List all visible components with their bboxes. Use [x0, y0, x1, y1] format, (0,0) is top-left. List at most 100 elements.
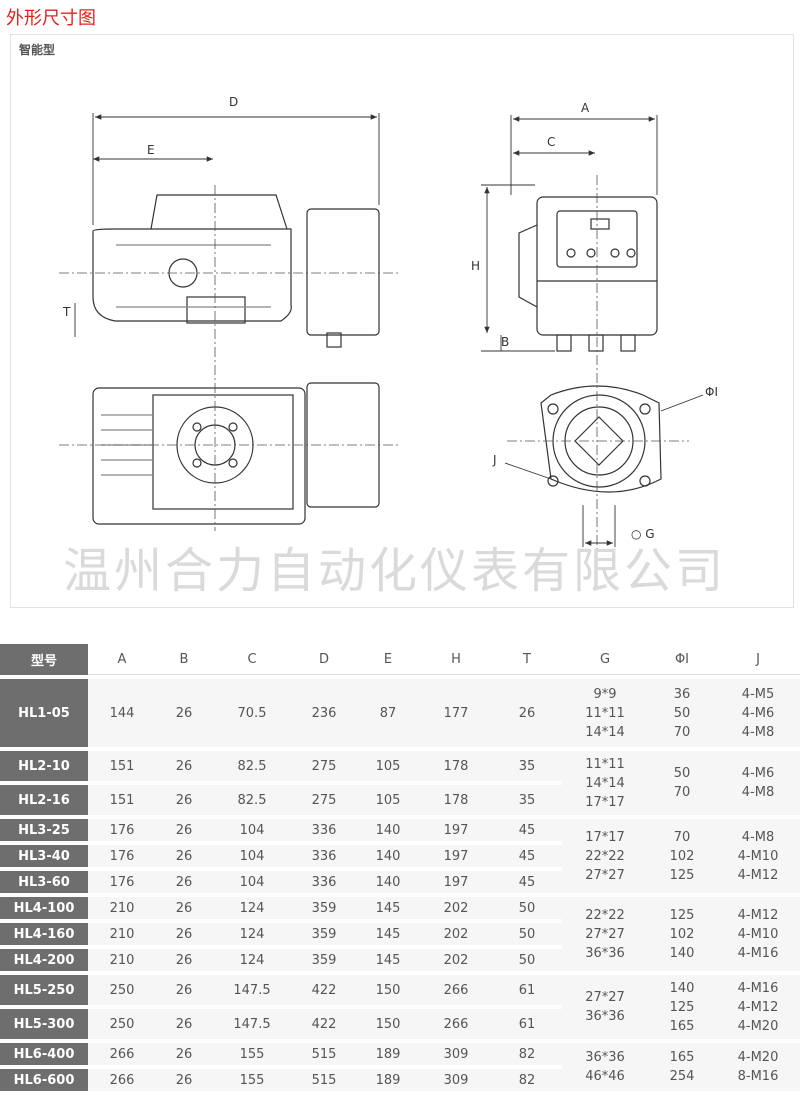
cell-e: 105: [356, 751, 420, 781]
cell-d: 336: [292, 871, 356, 893]
group-value: 125: [669, 999, 695, 1015]
header-d: D: [292, 644, 356, 675]
group-value: 102: [669, 848, 695, 864]
group-value: 11*11: [585, 705, 625, 721]
cell-h: 178: [420, 751, 492, 781]
cell-e: 145: [356, 923, 420, 945]
cell-a: 176: [88, 845, 156, 867]
cell-h: 177: [420, 679, 492, 747]
cell-d: 336: [292, 819, 356, 841]
cell-b: 26: [156, 1069, 212, 1091]
header-phi-i: ΦI: [648, 644, 716, 675]
cell-c: 155: [212, 1069, 292, 1091]
cell-t: 35: [492, 751, 562, 781]
cell-e: 140: [356, 845, 420, 867]
cell-a: 266: [88, 1043, 156, 1065]
model-cell: HL1-05: [0, 679, 88, 747]
cell-c: 124: [212, 923, 292, 945]
group-value: 4-M6: [741, 705, 775, 721]
group-value: 140: [669, 980, 695, 996]
group-value: 165: [669, 1018, 695, 1034]
cell-t: 50: [492, 923, 562, 945]
group-value: 4-M5: [741, 686, 775, 702]
cell-h: 202: [420, 897, 492, 919]
group-value: 14*14: [585, 724, 625, 740]
group-value: 14*14: [585, 775, 625, 791]
group-value: 8-M16: [737, 1069, 779, 1084]
header-h: H: [420, 644, 492, 675]
cell-d: 275: [292, 785, 356, 815]
model-cell: HL3-25: [0, 819, 88, 841]
model-cell: HL5-250: [0, 975, 88, 1005]
group-value: 70: [673, 785, 691, 800]
label-T: T: [63, 305, 71, 319]
cell-b: 26: [156, 1043, 212, 1065]
group-value: 4-M8: [741, 785, 775, 800]
model-cell: HL4-100: [0, 897, 88, 919]
model-cell: HL4-200: [0, 949, 88, 971]
group-value: 36: [673, 686, 691, 702]
model-cell: HL2-10: [0, 751, 88, 781]
top-view-body: [92, 387, 306, 525]
cell-a: 210: [88, 897, 156, 919]
cell-d: 336: [292, 845, 356, 867]
cell-t: 50: [492, 949, 562, 971]
header-g: G: [562, 644, 648, 675]
header-t: T: [492, 644, 562, 675]
group-value: 17*17: [585, 829, 625, 845]
label-A: A: [581, 101, 590, 115]
front-view-body: [92, 228, 292, 322]
model-cell: HL6-600: [0, 1069, 88, 1091]
cell-t: 82: [492, 1069, 562, 1091]
cell-c: 104: [212, 819, 292, 841]
cell-b: 26: [156, 897, 212, 919]
header-b: B: [156, 644, 212, 675]
cell-d: 275: [292, 751, 356, 781]
cell-h: 266: [420, 975, 492, 1005]
cell-a: 144: [88, 679, 156, 747]
group-value: 165: [669, 1050, 695, 1065]
cell-d: 422: [292, 1009, 356, 1039]
group-value: 125: [669, 867, 695, 883]
company-watermark: 温州合力自动化仪表有限公司: [63, 543, 727, 599]
group-value: 4-M8: [741, 829, 775, 845]
cell-b: 26: [156, 845, 212, 867]
cell-d: 359: [292, 949, 356, 971]
header-a: A: [88, 644, 156, 675]
group-value: 27*27: [585, 990, 625, 1005]
cell-t: 45: [492, 819, 562, 841]
group-value: 50: [673, 705, 691, 721]
group-value: 36*36: [585, 1009, 625, 1024]
cell-a: 176: [88, 819, 156, 841]
group-value: 4-M10: [737, 926, 779, 942]
cell-a: 250: [88, 975, 156, 1005]
cell-a: 210: [88, 949, 156, 971]
cell-b: 26: [156, 679, 212, 747]
label-J: J: [493, 453, 497, 467]
cell-d: 359: [292, 897, 356, 919]
cell-c: 70.5: [212, 679, 292, 747]
cell-e: 145: [356, 897, 420, 919]
group-value: 140: [669, 945, 695, 961]
cell-e: 145: [356, 949, 420, 971]
cell-t: 61: [492, 975, 562, 1005]
cell-c: 104: [212, 845, 292, 867]
cell-h: 197: [420, 845, 492, 867]
